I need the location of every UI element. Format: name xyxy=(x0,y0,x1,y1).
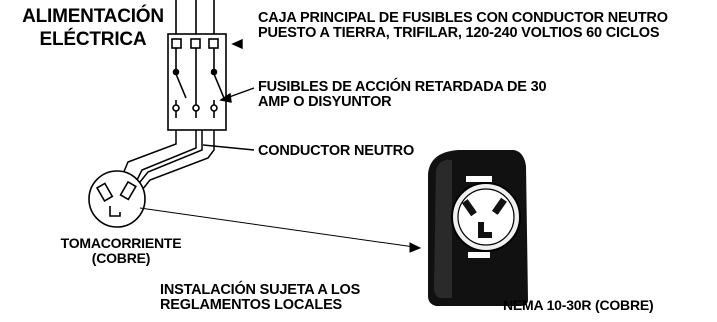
fuse-box-outline xyxy=(167,33,227,131)
power-label-line1: ALIMENTACIÓN xyxy=(22,6,164,27)
receptacle-label: TOMACORRIENTE (COBRE) xyxy=(40,236,202,265)
power-supply-label: ALIMENTACIÓN ELÉCTRICA xyxy=(10,6,176,52)
receptacle-label-line2: (COBRE) xyxy=(91,249,151,266)
fuse-box-label: CAJA PRINCIPAL DE FUSIBLES CON CONDUCTOR… xyxy=(258,10,668,42)
fuses-arrow xyxy=(219,92,232,103)
nema-label: NEMA 10-30R (COBRE) xyxy=(503,297,654,313)
nema-receptacle-image xyxy=(428,150,528,306)
fuse-box xyxy=(167,33,227,131)
fuses-label: FUSIBLES DE ACCIÓN RETARDADA DE 30 AMP O… xyxy=(258,79,547,111)
receptacle-label-line1: TOMACORRIENTE xyxy=(60,235,182,251)
fuse-box-arrow xyxy=(231,38,243,50)
receptacle-leader xyxy=(139,207,422,253)
supply-lines xyxy=(175,0,215,34)
callout-arrows xyxy=(202,38,255,151)
local-codes-label: INSTALACIÓN SUJETA A LOS REGLAMENTOS LOC… xyxy=(160,282,361,314)
receptacle-symbol xyxy=(88,170,146,228)
neutral-conductor-label: CONDUCTOR NEUTRO xyxy=(258,143,415,159)
neutral-leader xyxy=(202,144,255,151)
power-label-line2: ELÉCTRICA xyxy=(39,28,147,50)
